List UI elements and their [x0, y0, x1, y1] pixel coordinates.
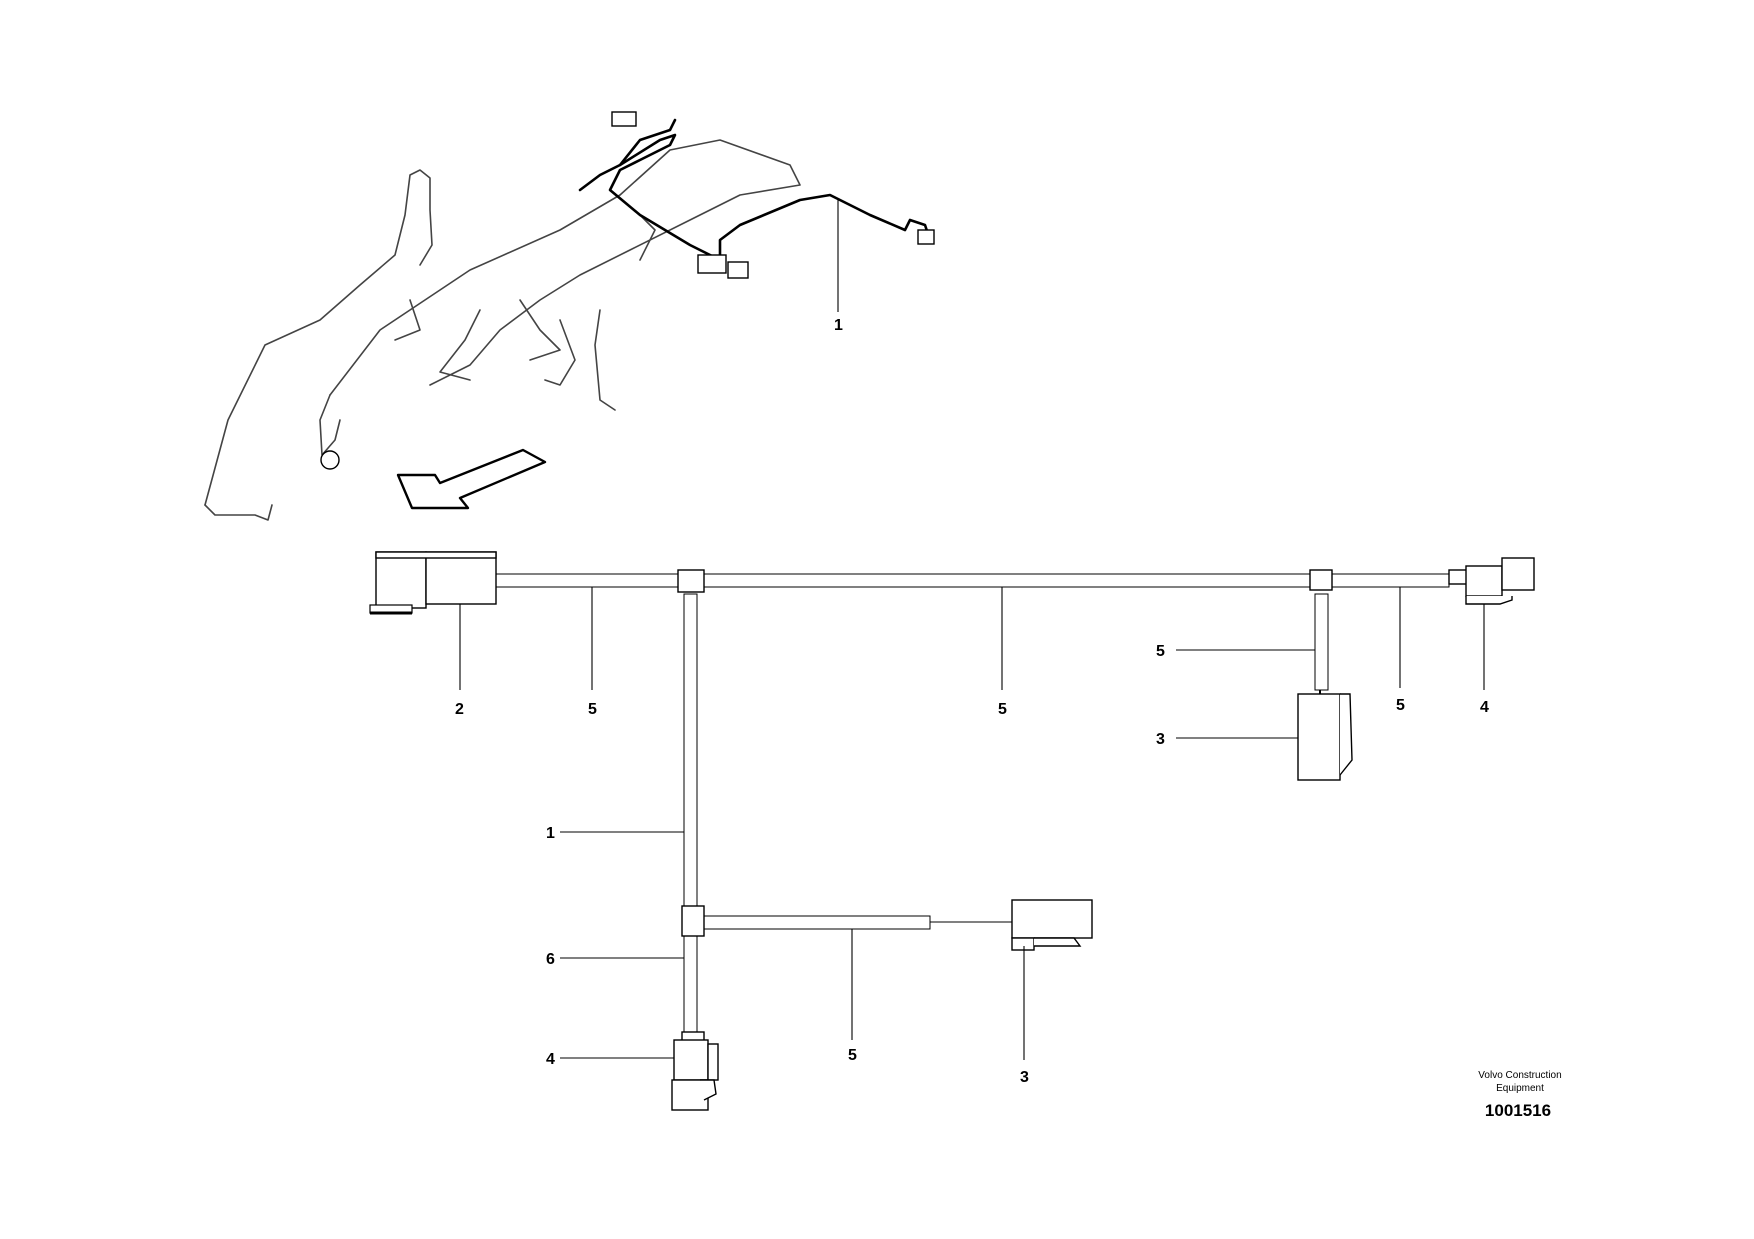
hose-bottom	[703, 915, 931, 930]
trunk-vertical	[683, 593, 698, 907]
hose-top-right	[1330, 573, 1450, 588]
overview-connector-right	[917, 229, 935, 245]
cab-frame-lower	[204, 504, 273, 521]
connector-left	[369, 551, 497, 615]
harness-branch-f	[544, 319, 576, 386]
harness-branch-g	[639, 214, 656, 261]
callout-connector-right-branch: 3	[1156, 731, 1165, 748]
callout-hose-top-mid: 5	[998, 701, 1007, 718]
highlighted-harness	[578, 133, 932, 262]
overview-sensor	[320, 450, 340, 470]
footer: Volvo Construction Equipment 1001516	[1478, 1070, 1561, 1120]
connector-bottom-right	[1011, 899, 1093, 951]
harness-branch-a	[319, 394, 341, 456]
callout-trunk-vertical: 1	[546, 825, 555, 842]
junction-top-left	[677, 569, 705, 593]
connector-right-branch	[1297, 690, 1353, 781]
junction-top-right	[1309, 569, 1333, 591]
callout-connector-left: 2	[455, 701, 464, 718]
branch-right-vertical	[1314, 593, 1329, 691]
hose-top-middle	[703, 573, 1311, 588]
trunk-lower	[683, 935, 698, 1033]
harness-schematic: 2 5 5 5 3 5 4 1 6 4 5 3	[369, 551, 1535, 1111]
connector-bottom-left	[671, 1031, 719, 1111]
overview-connector-mid2	[727, 261, 749, 279]
callout-connector-bottom-right: 3	[1020, 1069, 1029, 1086]
callout-hose-top-left: 5	[588, 701, 597, 718]
highlighted-harness-top	[618, 118, 677, 167]
callout-hose-top-right: 5	[1396, 697, 1405, 714]
harness-branch-c	[439, 309, 481, 381]
callout-hose-bottom: 5	[848, 1047, 857, 1064]
harness-branch-b	[594, 309, 616, 411]
arrow-icon	[396, 448, 547, 510]
document-number: 1001516	[1485, 1101, 1551, 1120]
overview-connector-mid	[697, 254, 727, 274]
callout-overview-harness: 1	[834, 317, 843, 334]
callout-connector-top-right: 4	[1480, 699, 1489, 716]
callout-hose-branch-right: 5	[1156, 643, 1165, 660]
hose-top-left	[495, 573, 679, 588]
junction-bottom	[681, 905, 705, 937]
harness-branch-d	[519, 299, 561, 361]
connector-top-right	[1448, 557, 1535, 605]
cab-frame-outline	[204, 169, 433, 506]
company-name-line1: Volvo Construction	[1478, 1070, 1561, 1081]
callout-connector-bottom-left: 4	[546, 1051, 555, 1068]
company-name-line2: Equipment	[1496, 1083, 1544, 1094]
harness-branch-e	[394, 299, 421, 341]
callout-trunk-lower: 6	[546, 951, 555, 968]
overview-connector-top	[611, 111, 637, 127]
overview-illustration: 1	[204, 111, 935, 521]
